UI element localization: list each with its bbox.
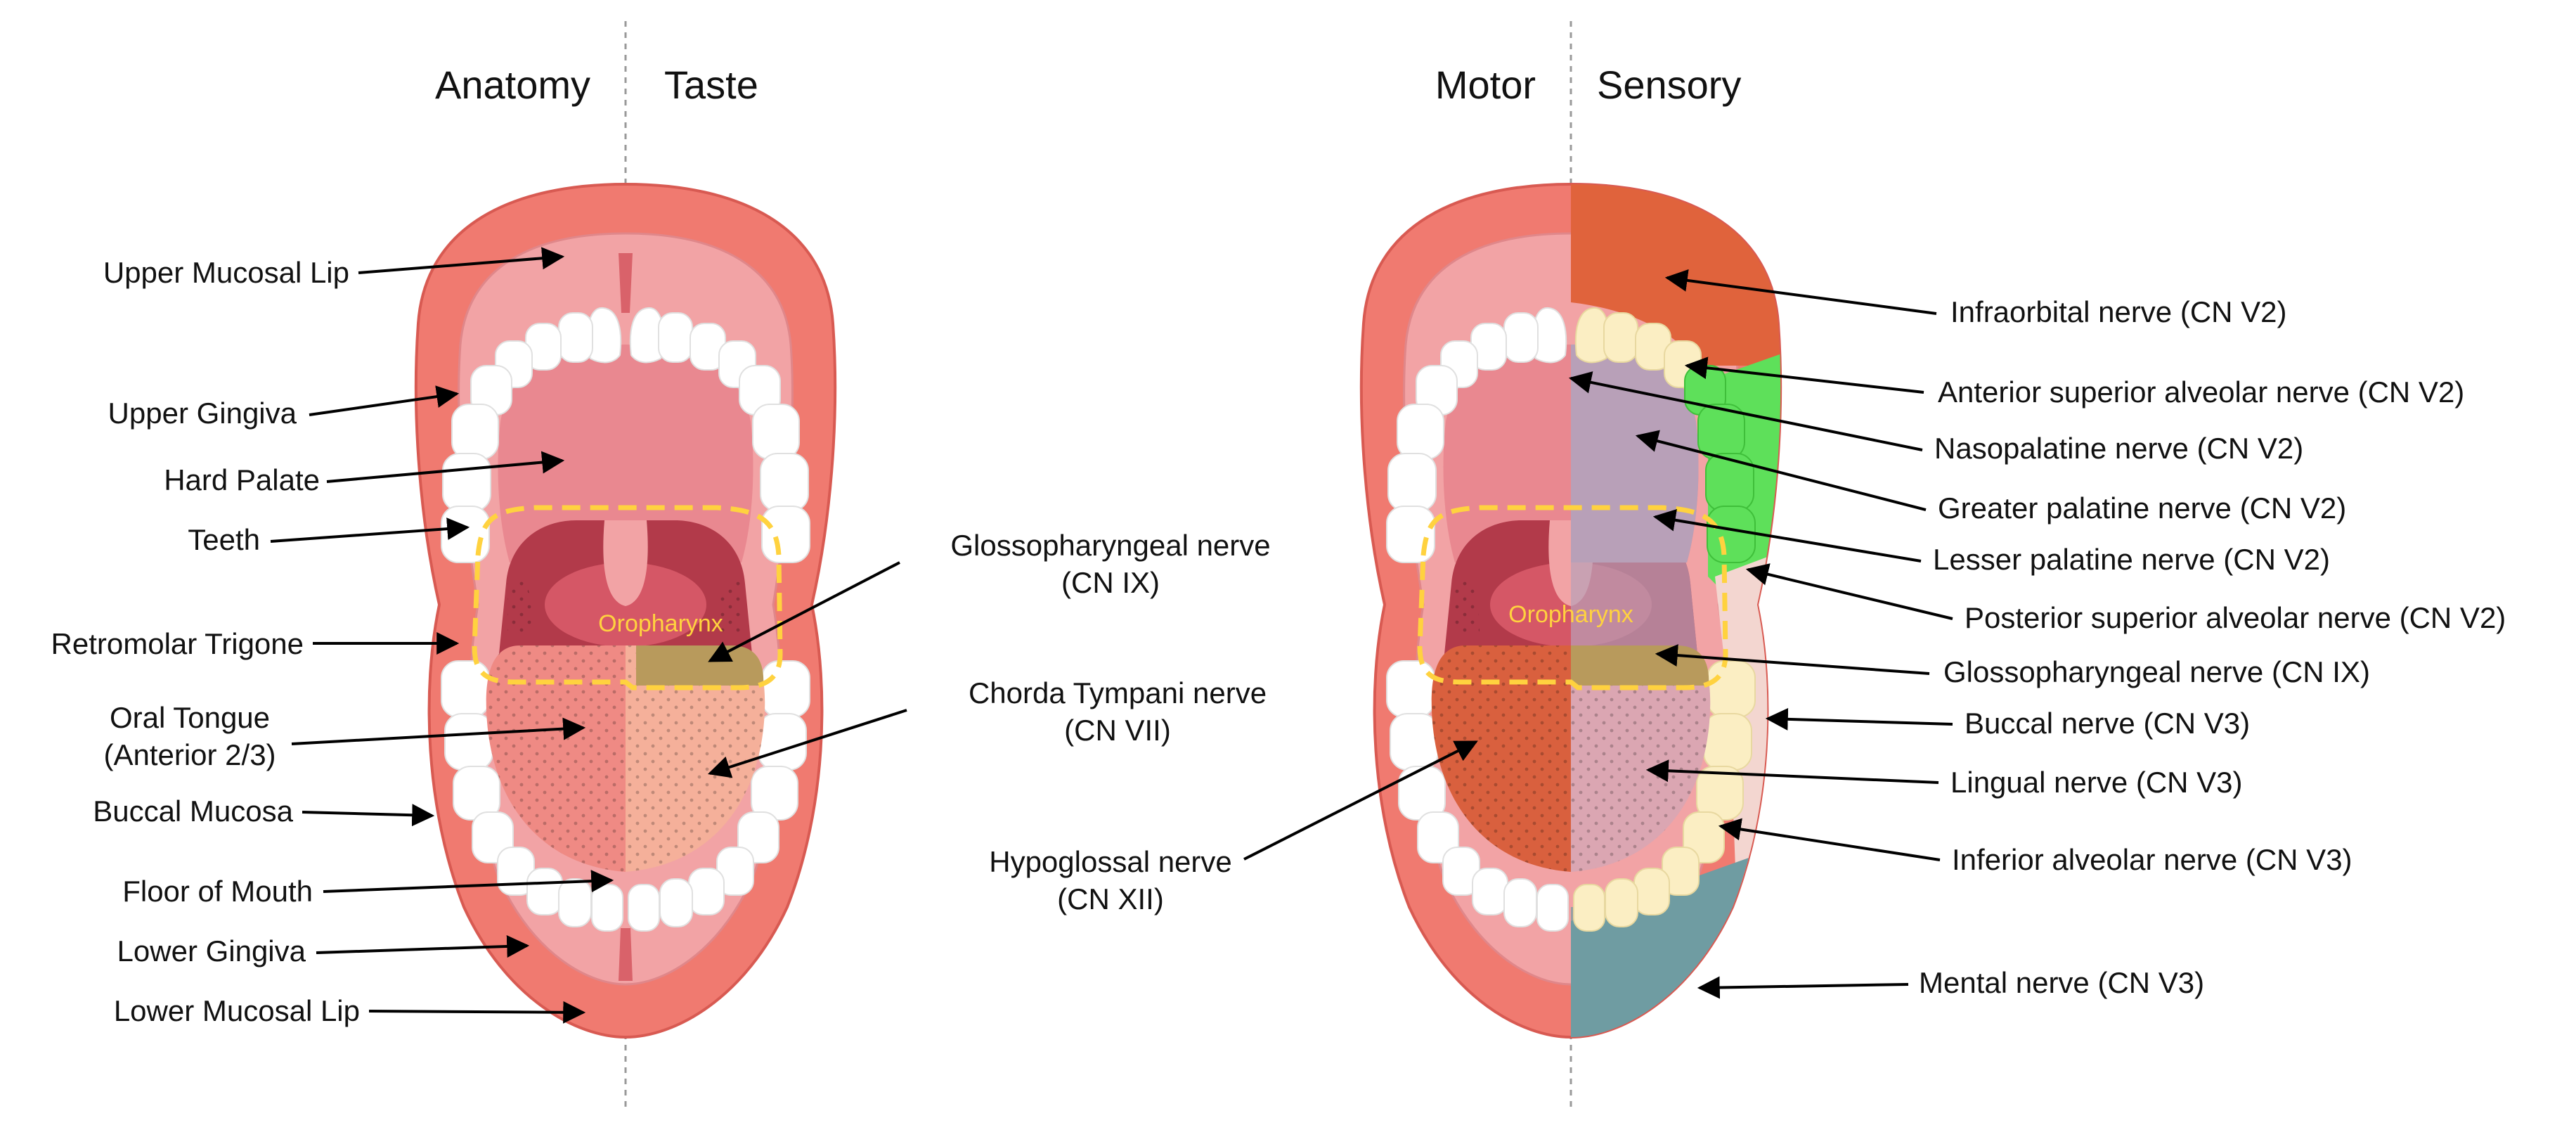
arrow-lingual <box>1645 759 1939 784</box>
right-upper-teeth <box>1386 307 1567 563</box>
arrow-greater-palatine <box>1635 430 1927 511</box>
left-arrows <box>270 247 614 1024</box>
label-hypoglossal-2: (CN XII) <box>1057 882 1164 915</box>
arrow-teeth <box>270 518 470 543</box>
left-tonsil-right <box>717 578 744 633</box>
label-posterior-superior-alveolar: Posterior superior alveolar nerve (CN V2… <box>1965 601 2506 634</box>
right-oropharynx-label: Oropharynx <box>1508 601 1633 628</box>
left-tongue-anatomy-dots <box>486 645 626 872</box>
right-lower-teeth <box>1386 660 1569 932</box>
arrow-floor-of-mouth <box>323 870 614 893</box>
label-lesser-palatine: Lesser palatine nerve (CN V2) <box>1933 543 2330 576</box>
arrow-inferior-alveolar <box>1718 818 1941 861</box>
middle-arrows <box>707 561 1478 861</box>
label-lower-mucosal-lip: Lower Mucosal Lip <box>114 994 360 1027</box>
right-psa-teeth <box>1684 365 1756 563</box>
right-arrows <box>1568 269 1953 999</box>
arrow-oral-tongue <box>291 717 586 745</box>
label-retromolar-trigone: Retromolar Trigone <box>51 627 304 660</box>
left-upper-frenulum <box>619 253 633 313</box>
arrow-hard-palate <box>326 451 565 483</box>
sensory-glossopharyngeal-area <box>1571 645 1709 686</box>
lesser-palatine-area <box>1571 520 1697 654</box>
label-upper-mucosal-lip: Upper Mucosal Lip <box>103 256 349 289</box>
left-labels: Upper Mucosal Lip Upper Gingiva Hard Pal… <box>51 256 360 1027</box>
label-infraorbital: Infraorbital nerve (CN V2) <box>1950 295 2287 328</box>
right-oropharynx-outline <box>1417 505 1728 690</box>
arrow-glossopharyngeal-taste <box>708 561 900 662</box>
arrow-upper-gingiva <box>309 385 460 416</box>
label-hard-palate: Hard Palate <box>164 463 320 496</box>
label-buccal: Buccal nerve (CN V3) <box>1965 707 2250 740</box>
arrow-upper-mucosal-lip <box>358 247 565 274</box>
arrow-buccal-mucosa <box>302 804 435 827</box>
label-hypoglossal-1: Hypoglossal nerve <box>989 845 1232 878</box>
left-tonsil-left <box>507 578 534 633</box>
arrow-lower-mucosal-lip <box>368 1001 586 1024</box>
left-mouth <box>414 182 837 1039</box>
header-anatomy: Anatomy <box>435 63 590 107</box>
arrow-posterior-superior-alveolar <box>1745 563 1953 620</box>
arrow-infraorbital <box>1664 269 1937 315</box>
header-taste: Taste <box>664 63 758 107</box>
right-sensory-upper-teeth <box>1574 307 1702 388</box>
right-tongue-motor-dots <box>1431 645 1571 872</box>
arrow-buccal <box>1765 707 1953 731</box>
left-lower-frenulum <box>619 928 633 981</box>
right-mouth <box>1359 182 1782 1039</box>
left-oropharynx-label: Oropharynx <box>598 610 723 637</box>
label-glossopharyngeal-taste-1: Glossopharyngeal nerve <box>950 529 1270 562</box>
left-lower-teeth <box>441 660 810 932</box>
header-sensory: Sensory <box>1597 63 1741 107</box>
header-motor: Motor <box>1435 63 1536 107</box>
label-glossopharyngeal-taste-2: (CN IX) <box>1061 566 1160 599</box>
label-teeth: Teeth <box>188 523 260 556</box>
label-chorda-tympani-1: Chorda Tympani nerve <box>969 676 1267 709</box>
label-lower-gingiva: Lower Gingiva <box>117 934 306 968</box>
right-sensory-lower-teeth <box>1573 660 1756 932</box>
label-buccal-mucosa: Buccal Mucosa <box>93 795 293 828</box>
label-anterior-superior-alveolar: Anterior superior alveolar nerve (CN V2) <box>1938 375 2464 409</box>
arrow-lesser-palatine <box>1652 508 1922 562</box>
arrow-hypoglossal <box>1243 740 1478 861</box>
label-upper-gingiva: Upper Gingiva <box>108 397 297 430</box>
label-greater-palatine: Greater palatine nerve (CN V2) <box>1938 491 2346 525</box>
label-oral-tongue-2: (Anterior 2/3) <box>103 738 276 771</box>
arrow-chorda-tympani <box>707 709 907 778</box>
right-tonsil-left <box>1453 578 1480 633</box>
label-lingual: Lingual nerve (CN V3) <box>1950 766 2243 799</box>
arrow-glossopharyngeal-sensory <box>1655 644 1930 675</box>
left-tongue-taste-dots <box>626 645 765 872</box>
arrow-nasopalatine <box>1568 371 1923 451</box>
label-chorda-tympani-2: (CN VII) <box>1064 714 1171 747</box>
arrow-mental <box>1697 976 1909 999</box>
right-labels: Infraorbital nerve (CN V2) Anterior supe… <box>1919 295 2506 999</box>
middle-labels: Glossopharyngeal nerve (CN IX) Chorda Ty… <box>950 529 1270 915</box>
left-oropharynx-outline <box>472 505 783 690</box>
arrow-anterior-superior-alveolar <box>1684 356 1924 394</box>
label-oral-tongue-1: Oral Tongue <box>110 701 270 734</box>
label-mental: Mental nerve (CN V3) <box>1919 966 2204 999</box>
arrow-lower-gingiva <box>316 934 530 958</box>
label-inferior-alveolar: Inferior alveolar nerve (CN V3) <box>1952 843 2352 876</box>
label-glossopharyngeal-sensory: Glossopharyngeal nerve (CN IX) <box>1943 655 2370 688</box>
left-uvula <box>603 520 648 606</box>
left-taste-glossopharyngeal-area <box>636 645 764 686</box>
label-floor-of-mouth: Floor of Mouth <box>122 875 313 908</box>
lingual-area-dots <box>1571 645 1711 872</box>
label-nasopalatine: Nasopalatine nerve (CN V2) <box>1934 432 2303 465</box>
